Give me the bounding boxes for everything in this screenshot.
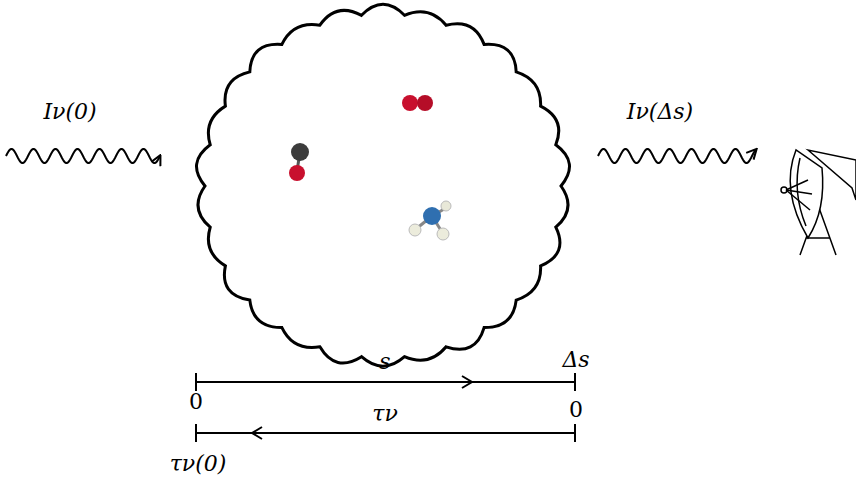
intensity-in: Iν(0) xyxy=(43,100,96,124)
axis-variable: s xyxy=(379,350,390,374)
o2-molecule xyxy=(402,95,433,111)
axis-variable: τν xyxy=(372,402,398,426)
tau-axis xyxy=(196,424,575,442)
axis-value: 0 xyxy=(569,398,583,422)
intensity-out: Iν(Δs) xyxy=(627,100,693,124)
gas-cloud xyxy=(196,4,569,366)
axis-value: 0 xyxy=(189,390,203,414)
outgoing-wave xyxy=(598,149,756,163)
co-molecule xyxy=(289,143,309,181)
radio-telescope xyxy=(781,150,856,255)
s-axis xyxy=(196,373,575,391)
nh3-molecule xyxy=(409,201,451,240)
incoming-wave xyxy=(6,149,160,163)
optical-depth-value: τν(0) xyxy=(170,452,227,476)
axis-value: Δs xyxy=(562,348,589,372)
